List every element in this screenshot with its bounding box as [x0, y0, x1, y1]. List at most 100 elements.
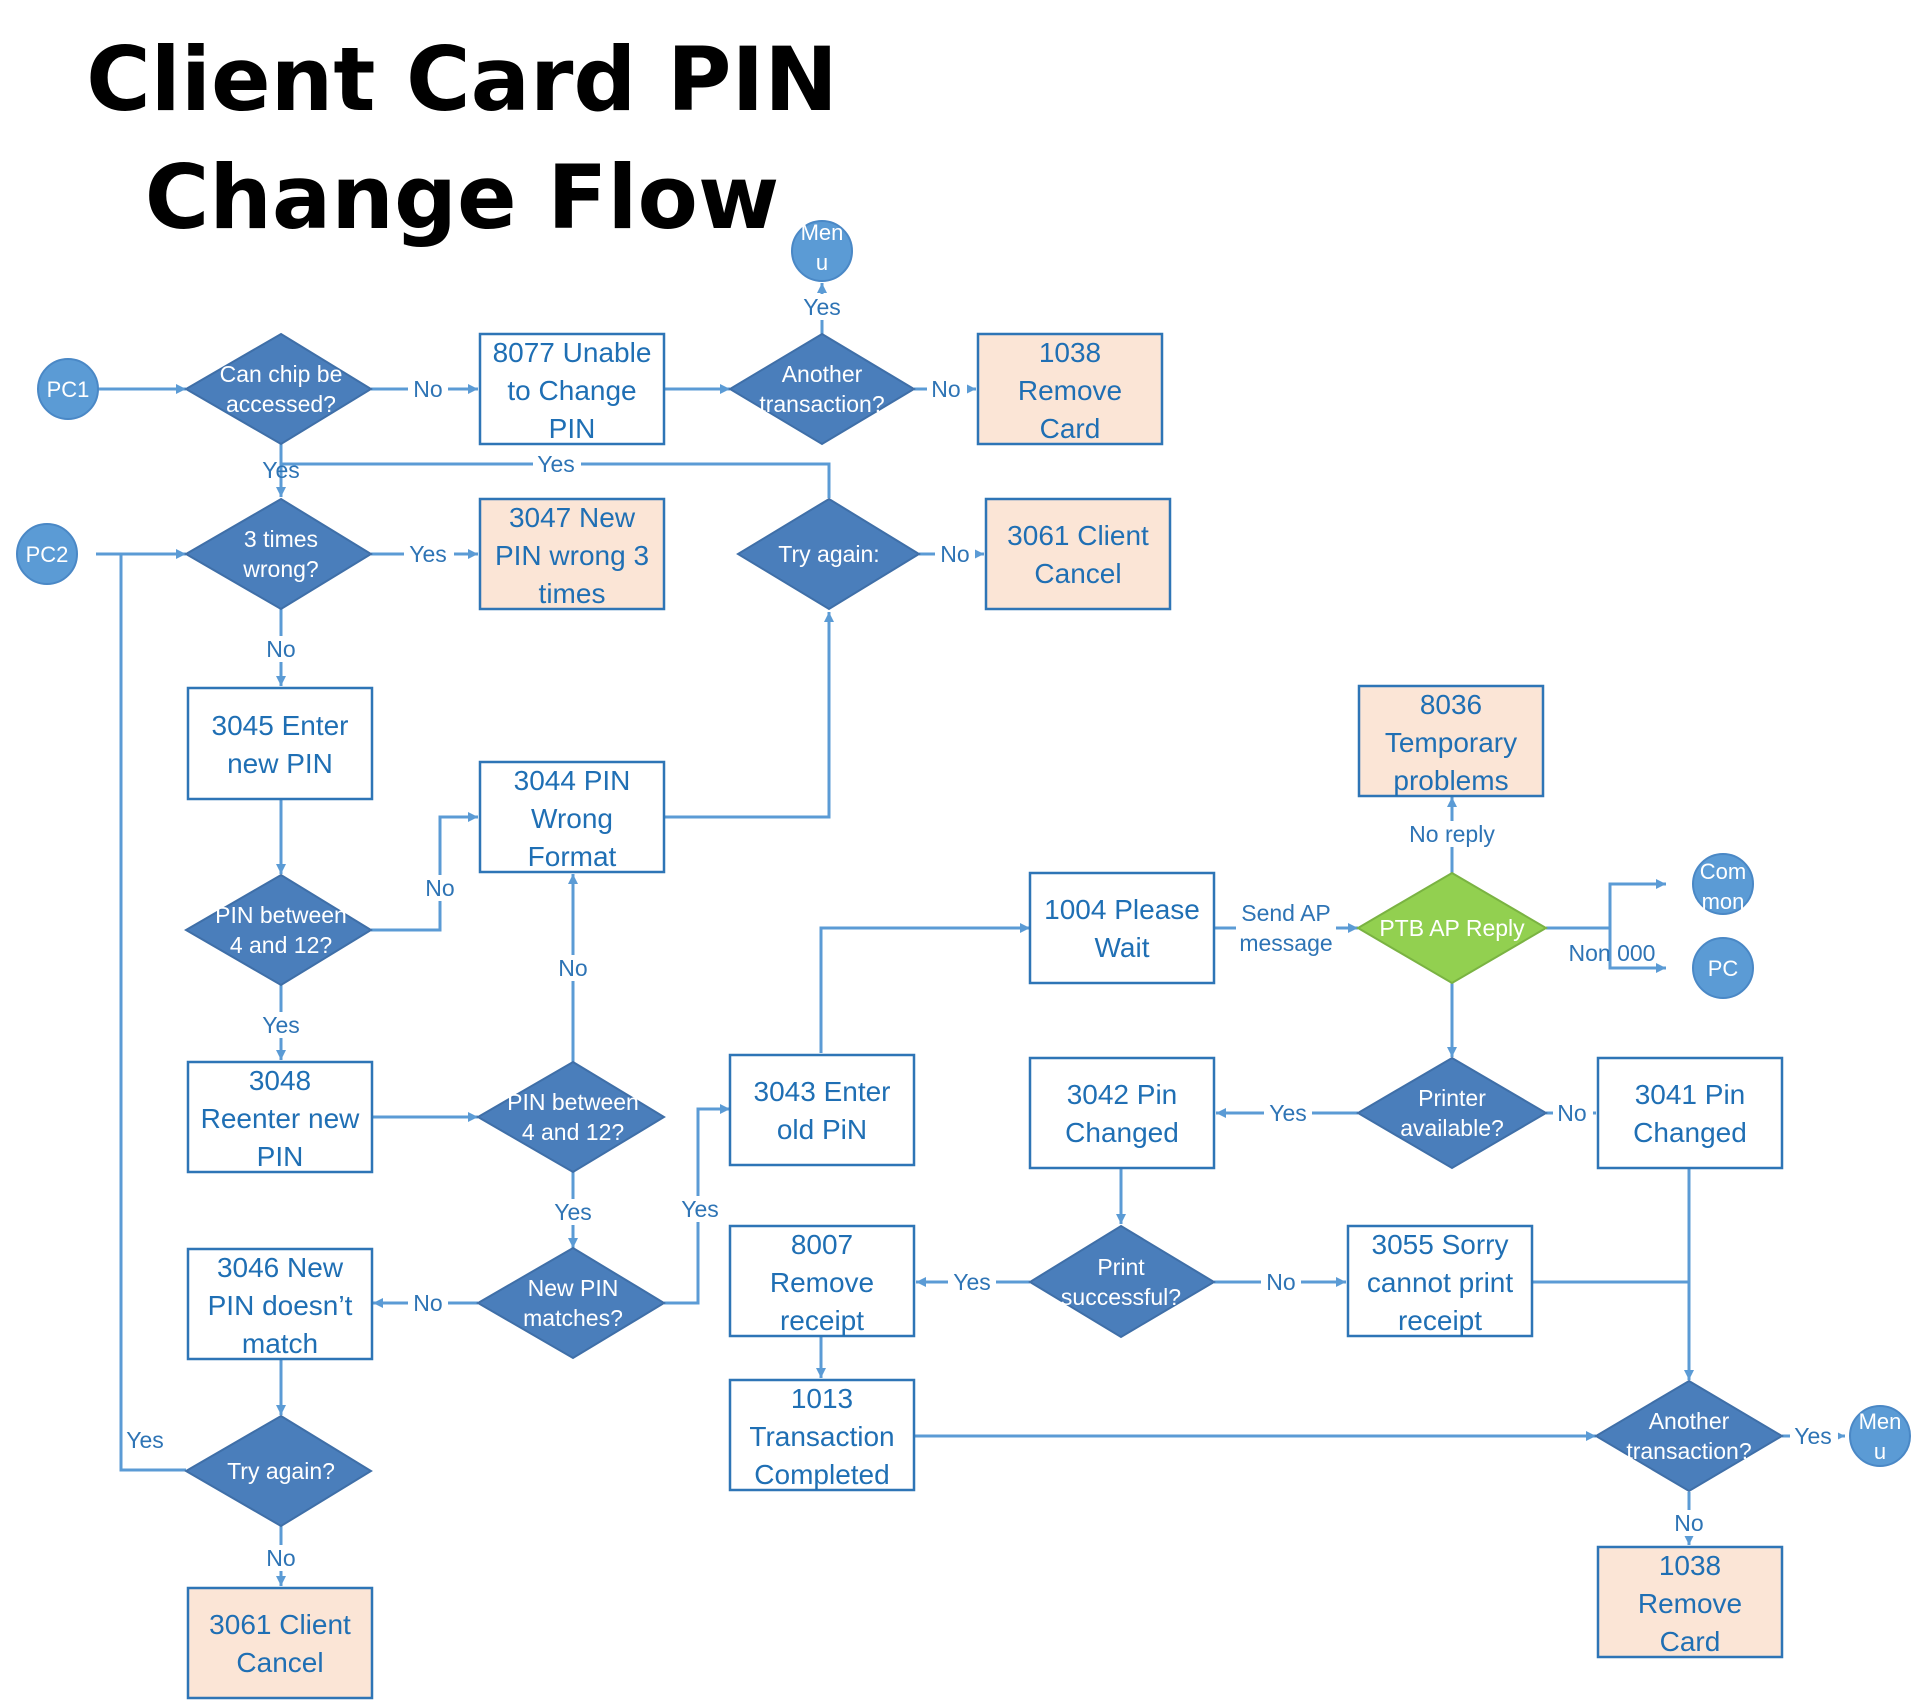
decision-another-top-line2: transaction? [759, 391, 884, 417]
box-3045 [186, 686, 374, 801]
box-8036-line2: Temporary [1385, 727, 1517, 758]
decision-pin-between-1-line1: PIN between [215, 902, 347, 928]
decision-another-bottom-line1: Another [1649, 1408, 1730, 1434]
box-3048-line2: Reenter new [201, 1103, 361, 1134]
menu-bottom-label-line1: Men [1859, 1409, 1902, 1434]
menu-top-circle [791, 220, 853, 282]
box-3044-line3: Format [528, 841, 617, 872]
box-1038-bottom-line3: Card [1660, 1626, 1721, 1657]
box-1013-line1: 1013 [791, 1383, 853, 1414]
decision-ptb-ap-reply-line1: PTB AP Reply [1379, 915, 1525, 941]
box-3042-line2: Changed [1065, 1117, 1179, 1148]
common-circle [1692, 853, 1754, 915]
box-1004-line2: Wait [1095, 932, 1150, 963]
pc1-circle [37, 358, 99, 420]
box-3055-line1: 3055 Sorry [1372, 1229, 1509, 1260]
box-1013 [728, 1378, 916, 1492]
decision-print-successful-line1: Print [1097, 1254, 1145, 1280]
box-1013-line3: Completed [754, 1459, 889, 1490]
box-3061-bottom-line2: Cancel [236, 1647, 323, 1678]
box-3048 [186, 1060, 374, 1174]
connector-3044-to-tryagain [664, 612, 834, 819]
box-3061-bottom [186, 1586, 374, 1700]
label-try-bottom-no: No [266, 1545, 295, 1571]
decision-printer-available-line2: available? [1400, 1115, 1504, 1141]
box-3046-line3: match [242, 1328, 318, 1359]
label-between1-yes: Yes [262, 1012, 300, 1038]
box-8036-line3: problems [1393, 765, 1508, 796]
decision-try-again-top-line1: Try again: [778, 541, 879, 567]
connector-ptb-to-pc [1608, 928, 1666, 973]
terminal-circles: PC1 PC2 Men u Com mon PC Men u [16, 220, 1911, 1467]
box-1004 [1028, 871, 1216, 985]
box-8007-line1: 8007 [791, 1229, 853, 1260]
menu-top-label-line1: Men [801, 220, 844, 245]
decision-pin-between-2-line2: 4 and 12? [522, 1119, 624, 1145]
label-another-top-no: No [931, 376, 960, 402]
label-print-no: No [1266, 1269, 1295, 1295]
pc-circle [1692, 937, 1754, 999]
box-3061-top-line2: Cancel [1034, 558, 1121, 589]
connector-tryagain-to-three [281, 462, 831, 498]
box-3045-line1: 3045 Enter [212, 710, 349, 741]
connector-ptb-to-common [1546, 879, 1666, 930]
pc2-label: PC2 [26, 542, 69, 567]
connector-between1-to-3044 [371, 812, 478, 932]
box-8077-line1: 8077 Unable [493, 337, 652, 368]
decision-another-top [728, 332, 916, 446]
box-1038-bottom-line2: Remove [1638, 1588, 1742, 1619]
common-label-line1: Com [1700, 859, 1746, 884]
box-8007-line3: receipt [780, 1305, 864, 1336]
box-3043 [728, 1053, 916, 1167]
box-3044-line2: Wrong [531, 803, 613, 834]
menu-bottom-circle [1849, 1405, 1911, 1467]
box-1038-top-line3: Card [1040, 413, 1101, 444]
label-another-bottom-no: No [1674, 1510, 1703, 1536]
box-3055-line2: cannot print [1367, 1267, 1514, 1298]
box-3046-line1: 3046 New [217, 1252, 344, 1283]
decision-another-bottom-line2: transaction? [1626, 1438, 1751, 1464]
label-between2-yes: Yes [554, 1199, 592, 1225]
decision-pin-between-2-line1: PIN between [507, 1089, 639, 1115]
menu-top-label-line2: u [816, 250, 828, 275]
box-8007 [728, 1224, 916, 1338]
decision-three-times-line1: 3 times [244, 526, 318, 552]
label-another-top-yes: Yes [803, 294, 841, 320]
box-3041 [1596, 1056, 1784, 1170]
box-1038-bottom-line1: 1038 [1659, 1550, 1721, 1581]
label-try-top-yes: Yes [537, 451, 575, 477]
decision-pin-between-2 [476, 1060, 666, 1174]
edge-labels: No Yes Yes No Yes No Yes No No Yes No Ye… [126, 294, 1838, 1571]
box-3046-line2: PIN doesn’t [208, 1290, 353, 1321]
decision-pin-between-1-line2: 4 and 12? [230, 932, 332, 958]
decision-ptb-ap-reply [1356, 871, 1548, 985]
pc2-circle [16, 523, 78, 585]
box-3061-top-line1: 3061 Client [1007, 520, 1149, 551]
label-chip-no: No [413, 376, 442, 402]
connector-3043-to-1004 [819, 923, 1030, 1053]
label-another-bottom-yes: Yes [1794, 1423, 1832, 1449]
decision-can-chip-line1: Can chip be [220, 361, 343, 387]
decision-try-again-bottom [184, 1414, 373, 1528]
decision-new-pin-matches [476, 1246, 666, 1360]
title-line-2: Change Flow [145, 146, 780, 249]
label-printer-no: No [1557, 1100, 1586, 1126]
box-1038-top-line2: Remove [1018, 375, 1122, 406]
label-matches-yes: Yes [681, 1196, 719, 1222]
label-no-reply: No reply [1409, 821, 1495, 847]
label-try-top-no: No [940, 541, 969, 567]
box-3044-line1: 3044 PIN [514, 765, 631, 796]
box-3044 [478, 760, 666, 874]
box-3048-line1: 3048 [249, 1065, 311, 1096]
box-1038-top-line1: 1038 [1039, 337, 1101, 368]
label-three-yes: Yes [409, 541, 447, 567]
decision-can-chip [184, 332, 373, 446]
box-3047 [478, 497, 666, 611]
box-3041-line2: Changed [1633, 1117, 1747, 1148]
decision-new-pin-matches-line1: New PIN [528, 1275, 619, 1301]
box-3047-line2: PIN wrong 3 [495, 540, 649, 571]
label-try-bottom-yes: Yes [126, 1427, 164, 1453]
label-send-ap-line2: message [1239, 930, 1332, 956]
decision-try-again-bottom-line1: Try again? [227, 1458, 335, 1484]
